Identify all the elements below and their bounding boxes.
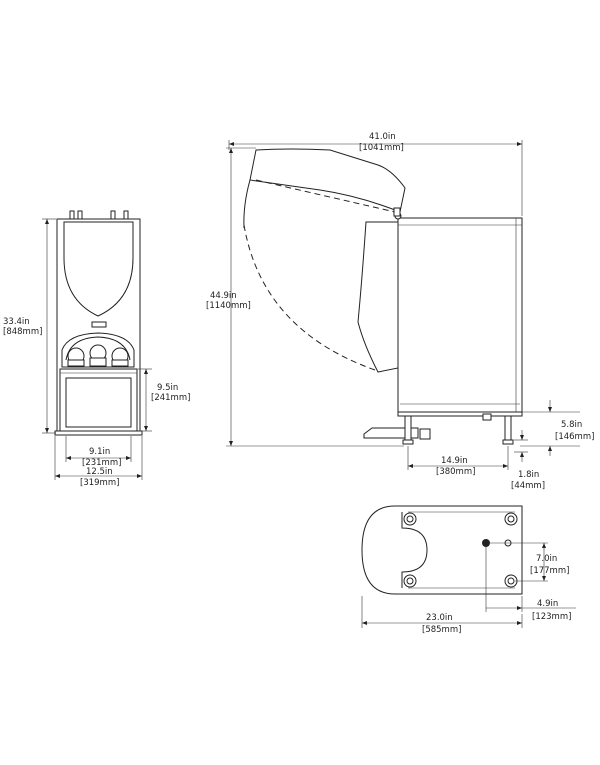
top-view-depth-mm: [585mm] <box>422 625 461 635</box>
front-height-dimension: 33.4in [848mm] <box>3 218 56 434</box>
side-leg-height-dimension: 1.8in [44mm] <box>511 430 545 491</box>
top-view-4-9in-mm: [123mm] <box>532 612 571 622</box>
front-width-dimension: 12.5in [319mm] <box>54 436 143 488</box>
side-depth-dimension: 41.0in [1041mm] <box>228 132 523 216</box>
front-door-width-mm: [231mm] <box>82 458 121 468</box>
front-door-height-mm: [241mm] <box>151 393 190 403</box>
side-cabinet <box>397 217 523 413</box>
side-base <box>397 411 523 417</box>
front-width-mm: [319mm] <box>80 478 119 488</box>
front-dispenser-head <box>61 332 135 368</box>
side-setback-mm: [146mm] <box>555 432 594 442</box>
side-hopper-profile <box>357 221 399 373</box>
side-view: 41.0in [1041mm] 44.9in [1140mm] 5.8in [1… <box>206 132 594 491</box>
front-door-height-in: 9.5in <box>157 383 178 393</box>
front-label-plate <box>91 321 107 328</box>
side-setback-in: 5.8in <box>561 420 582 430</box>
front-door-width-dimension: 9.1in [231mm] <box>65 436 132 468</box>
top-view: 7.0in [177mm] 4.9in [123mm] 23.0in [585m… <box>361 505 576 635</box>
side-leg-spacing-mm: [380mm] <box>436 467 475 477</box>
top-view-depth-dimension: 23.0in [585mm] <box>361 596 523 635</box>
front-height-mm: [848mm] <box>3 327 42 337</box>
side-legs <box>402 413 514 445</box>
front-view: 33.4in [848mm] 9.5in [241mm] 9.1in [231m… <box>3 210 190 488</box>
front-top-knobs <box>69 210 129 220</box>
side-setback-dimension: 5.8in [146mm] <box>520 400 594 456</box>
front-door-width-in: 9.1in <box>89 447 110 457</box>
front-hopper <box>63 221 134 317</box>
side-leg-height-mm: [44mm] <box>511 481 545 491</box>
side-depth-mm: [1041mm] <box>359 143 404 153</box>
top-view-depth-in: 23.0in <box>426 613 453 623</box>
side-leg-spacing-in: 14.9in <box>441 456 468 466</box>
side-height-dimension: 44.9in [1140mm] <box>206 147 404 447</box>
front-dispense-buttons <box>67 344 129 367</box>
side-depth-in: 41.0in <box>369 132 396 142</box>
side-lid-swing-arc <box>243 224 376 371</box>
side-leg-spacing-dimension: 14.9in [380mm] <box>407 446 509 477</box>
front-door <box>59 368 138 432</box>
front-height-in: 33.4in <box>3 317 30 327</box>
front-width-in: 12.5in <box>86 467 113 477</box>
top-view-4-9in-in: 4.9in <box>537 599 558 609</box>
top-view-4-9in-dimension: 4.9in [123mm] <box>485 547 576 622</box>
side-height-mm: [1140mm] <box>206 301 251 311</box>
top-view-7in-mm: [177mm] <box>530 566 569 576</box>
top-view-feet <box>403 512 518 588</box>
top-view-7in-in: 7.0in <box>536 554 557 564</box>
side-open-lid <box>249 148 406 213</box>
top-view-hopper-contour <box>401 512 428 588</box>
top-view-7in-dimension: 7.0in [177mm] <box>488 542 569 582</box>
side-leg-height-in: 1.8in <box>518 470 539 480</box>
front-door-height-dimension: 9.5in [241mm] <box>138 368 190 432</box>
side-hinge <box>393 207 402 220</box>
top-view-outline <box>361 505 523 595</box>
front-base <box>54 430 143 436</box>
side-height-in: 44.9in <box>210 291 237 301</box>
